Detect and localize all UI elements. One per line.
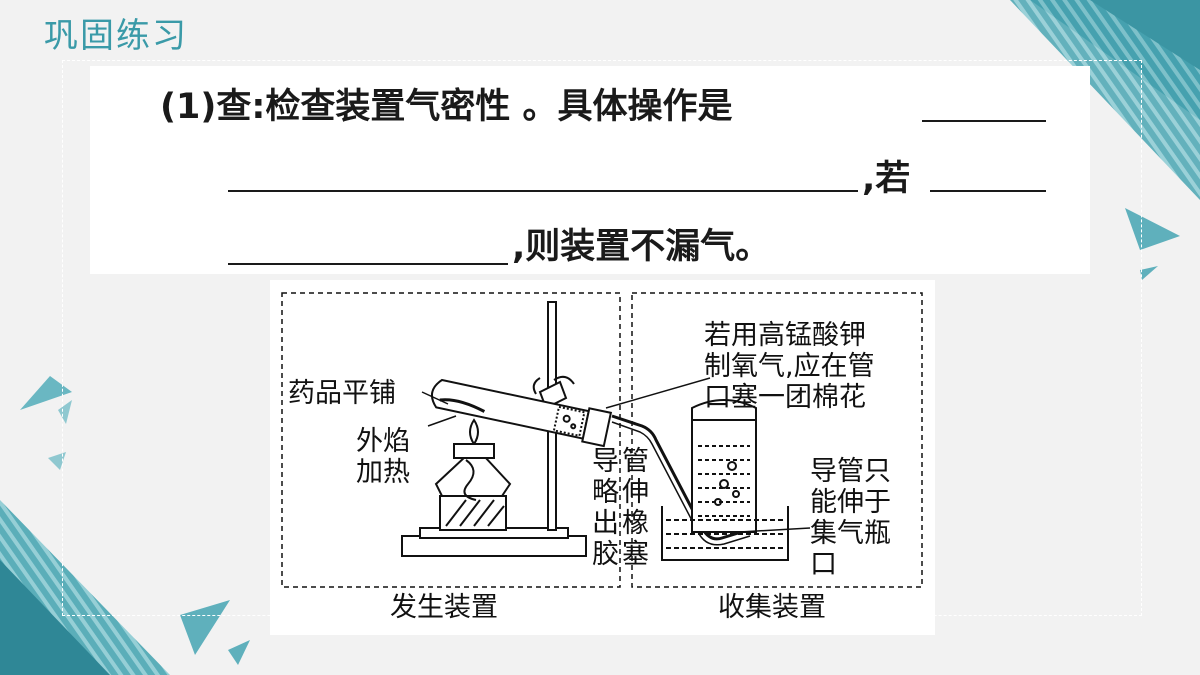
- answer-blank-2[interactable]: [228, 190, 858, 192]
- caption-collector: 收集装置: [718, 592, 826, 623]
- label-outer-flame: 外焰 加热: [356, 426, 410, 488]
- label-cotton-note: 若用高锰酸钾 制氧气,应在管 口塞一团棉花: [704, 320, 875, 413]
- label-tube-out-col2: 管伸橡塞: [622, 446, 649, 570]
- apparatus-figure: 药品平铺 外焰 加热 若用高锰酸钾 制氧气,应在管 口塞一团棉花 导略出胶 管伸…: [270, 280, 935, 635]
- label-tube-out-col1: 导略出胶: [592, 446, 619, 570]
- question-line-3: ,则装置不漏气。: [512, 227, 771, 267]
- answer-blank-1[interactable]: [922, 120, 1046, 122]
- label-tube-mouth: 导管只 能伸于 集气瓶 口: [810, 456, 891, 580]
- label-drug-flat: 药品平铺: [288, 378, 396, 409]
- page-title: 巩固练习: [44, 16, 188, 56]
- question-line-2: ,若: [862, 159, 911, 199]
- apparatus-drawing: [281, 292, 923, 588]
- question-line-1: (1)查:检查装置气密性 。具体操作是: [160, 87, 733, 127]
- answer-blank-3[interactable]: [930, 190, 1046, 192]
- caption-generator: 发生装置: [390, 592, 498, 623]
- answer-blank-4[interactable]: [228, 263, 508, 265]
- question-panel: [90, 66, 1090, 274]
